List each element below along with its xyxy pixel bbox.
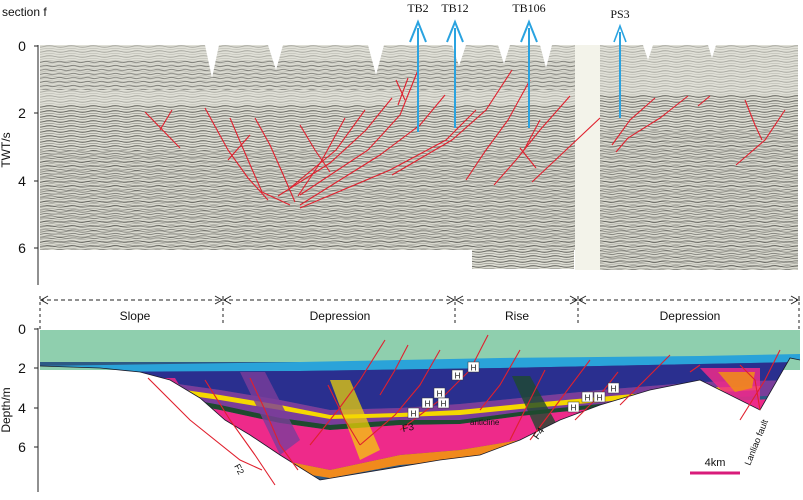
seismic-y-tick: 6	[18, 240, 26, 256]
cross-section-faults	[147, 334, 781, 486]
fault-label-f2: F2	[232, 462, 246, 476]
horizon-marker: H	[593, 391, 606, 403]
depth-tick: 0	[18, 321, 26, 337]
fault-label-lanliao: Lanliao fault	[743, 418, 771, 467]
zone-slope: Slope	[120, 309, 151, 323]
horizon-marker: H	[433, 387, 446, 399]
zone-labels: Slope Depression Rise Depression	[120, 309, 721, 323]
horizon-marker: H	[437, 397, 450, 409]
depth-tick: 6	[18, 439, 26, 455]
well-label: TB2	[407, 1, 428, 15]
horizon-marker: H	[567, 401, 580, 413]
svg-text:H: H	[597, 394, 603, 403]
seismic-faults	[144, 69, 786, 209]
seismic-y-tick: 4	[18, 173, 26, 189]
horizon-marker: H	[467, 361, 480, 373]
svg-text:H: H	[585, 394, 591, 403]
svg-text:H: H	[441, 400, 447, 409]
fault-label-f3: F3	[401, 422, 415, 435]
well-tb2: TB2	[407, 1, 429, 132]
seismic-y-axis-title: TWT/s	[0, 132, 13, 167]
scale-bar-label: 4km	[705, 457, 726, 469]
svg-text:H: H	[571, 404, 577, 413]
svg-text:H: H	[437, 390, 443, 399]
seismic-y-axis: 0 2 4 6 TWT/s	[0, 38, 39, 285]
horizon-markers: H H H H H H H H H H	[407, 361, 620, 419]
zone-bar	[39, 295, 800, 330]
section-label: section f	[2, 5, 47, 19]
depth-tick: 2	[18, 360, 26, 376]
zone-rise: Rise	[505, 309, 529, 323]
well-label: PS3	[610, 7, 629, 21]
horizon-marker: H	[421, 397, 434, 409]
svg-text:H: H	[425, 400, 431, 409]
zone-depression: Depression	[660, 309, 721, 323]
zone-depression: Depression	[310, 309, 371, 323]
well-ps3: PS3	[610, 7, 630, 118]
seismic-y-tick: 2	[18, 105, 26, 121]
depth-tick: 4	[18, 400, 26, 416]
horizon-marker: H	[581, 391, 594, 403]
well-markers: TB2 TB12 TB106 PS3	[407, 1, 630, 132]
horizon-marker: H	[407, 407, 420, 419]
anticline-label: anticline	[470, 418, 500, 427]
horizon-marker: H	[607, 382, 620, 394]
well-label: TB106	[512, 1, 545, 15]
well-tb12: TB12	[441, 1, 469, 128]
svg-text:H: H	[471, 364, 477, 373]
scale-bar: 4km	[690, 457, 740, 475]
cross-section-y-axis: 0 2 4 6 Depth/m	[0, 321, 39, 492]
well-label: TB12	[441, 1, 468, 15]
depth-axis-title: Depth/m	[0, 387, 13, 432]
well-tb106: TB106	[512, 1, 546, 128]
svg-text:H: H	[411, 410, 417, 419]
svg-text:H: H	[611, 385, 617, 394]
svg-text:H: H	[455, 372, 461, 381]
horizon-marker: H	[451, 369, 464, 381]
seismic-y-tick: 0	[18, 38, 26, 54]
